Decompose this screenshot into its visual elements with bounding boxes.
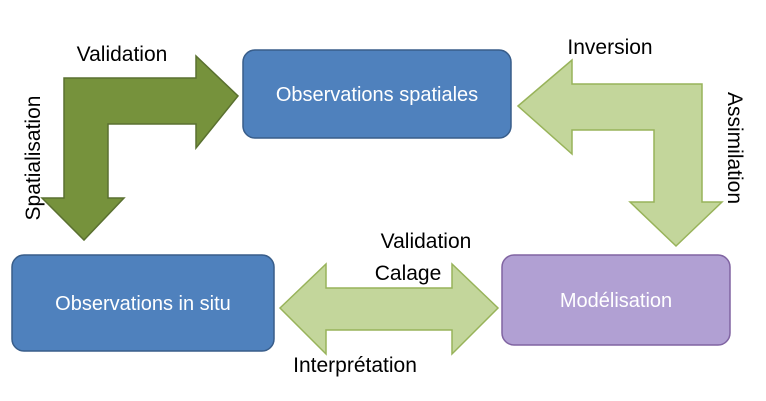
modelisation-label: Modélisation bbox=[560, 290, 672, 312]
validation-spatialisation-arrow bbox=[40, 54, 240, 242]
inversion-assimilation-arrow bbox=[516, 58, 724, 248]
validation-calage-arrow bbox=[278, 262, 500, 356]
inversion-label: Inversion bbox=[567, 36, 652, 59]
validation-top-label: Validation bbox=[77, 43, 168, 66]
calage-label: Calage bbox=[375, 262, 442, 285]
observations-in-situ-label: Observations in situ bbox=[55, 293, 231, 315]
observations-spatiales-box bbox=[242, 49, 512, 139]
observations-spatiales-label: Observations spatiales bbox=[276, 84, 478, 106]
assimilation-label: Assimilation bbox=[723, 92, 746, 204]
interpretation-label: Interprétation bbox=[293, 354, 417, 377]
spatialisation-label: Spatialisation bbox=[22, 96, 45, 221]
validation-mid-label: Validation bbox=[381, 230, 472, 253]
observations-in-situ-box bbox=[11, 254, 275, 352]
modelisation-box bbox=[501, 254, 731, 346]
